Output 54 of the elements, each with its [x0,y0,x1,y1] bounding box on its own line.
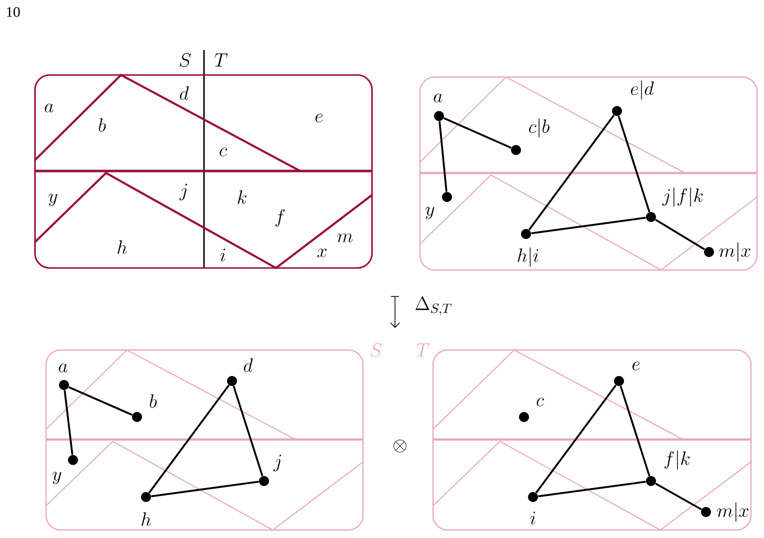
vertex-label: $e$ [632,362,640,370]
region-label: $i$ [220,248,226,262]
region-label: $y$ [48,194,58,206]
vertex-label: $j|f|k$ [662,187,703,207]
region-label: $j$ [179,184,188,200]
graph-edge [68,386,133,416]
vertex-label: $c|b$ [529,118,550,138]
graph-edge [538,480,646,498]
vertex-label: $a$ [58,364,68,372]
graph-edge [443,117,512,149]
vertex-label: $j$ [273,454,282,472]
graph-edge [64,390,74,455]
vertex-label: $i$ [530,512,536,524]
graph-edge [655,218,705,250]
region-label: $f$ [275,209,285,227]
vertex-label: $d$ [244,358,253,372]
graph-edge [151,480,259,498]
graph-edge [232,386,264,476]
vertex-label: $m|x$ [717,502,748,522]
graph-edge [618,116,650,212]
vertex-label: $h$ [142,512,151,526]
graph-edge [148,384,230,494]
operator-symbol: $\otimes$ [394,440,406,452]
vertex-label: $y$ [426,206,434,220]
vertex-label: $h|i$ [518,247,538,267]
graph-edge [531,216,646,234]
region-label: $e$ [316,114,323,122]
region-label: $m$ [337,234,353,242]
vertex-label: $f|k$ [664,450,690,470]
panel-label: $T$ [416,344,430,357]
graph-edge [528,114,615,230]
vertex-label: $b$ [150,394,157,408]
surface-panel [419,76,758,271]
region-label: $d$ [180,86,189,100]
region-label: $a$ [44,104,54,112]
vertex-label: $a$ [434,94,442,102]
region-label: $h$ [118,240,127,254]
page-number: 10 [6,7,20,17]
graph-edge [535,384,617,494]
side-label: $S$ [180,53,191,67]
vertex-label: $y$ [52,472,62,484]
region-label: $k$ [238,190,246,204]
graph-edge [620,386,650,476]
vertex-label: $e|d$ [630,80,654,100]
side-label: $T$ [214,54,228,67]
vertex-label: $m|x$ [719,242,750,262]
region-label: $x$ [317,248,327,258]
vertex-label: $c$ [536,398,544,406]
region-label: $b$ [98,118,106,132]
map-label: $\Delta_{S,T}$ [415,296,452,316]
panel-label: $S$ [370,343,382,357]
graph-edge [655,482,702,510]
graph-edge [438,121,448,192]
region-label: $c$ [220,148,227,156]
